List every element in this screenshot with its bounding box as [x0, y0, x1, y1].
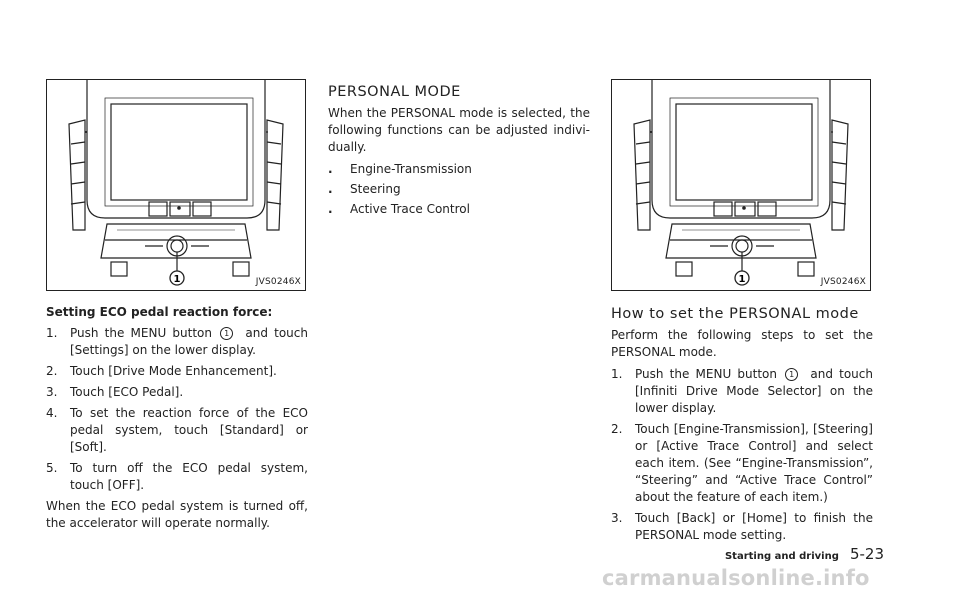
step-text-before: Push the MENU button	[635, 367, 777, 381]
callout-1-icon: 1	[220, 327, 234, 340]
step-text: To set the reaction force of the ECO ped…	[70, 406, 308, 454]
bullet-icon: .	[328, 182, 333, 196]
step-number: 1.	[46, 326, 58, 340]
eco-note: When the ECO pedal system is turned off,…	[46, 499, 308, 530]
step-number: 5.	[46, 461, 58, 475]
howto-heading: How to set the PERSONAL mode	[611, 306, 859, 322]
personal-mode-heading: PERSONAL MODE	[328, 84, 461, 100]
howto-step: 1. Push the MENU button 1 and touch [Inf…	[611, 366, 873, 417]
eco-title: Setting ECO pedal reaction force:	[46, 305, 273, 319]
eco-step: 1. Push the MENU button 1 and touch [Set…	[46, 325, 308, 359]
step-number: 4.	[46, 406, 58, 420]
eco-step: 5. To turn off the ECO pedal system, touc…	[46, 460, 308, 494]
step-number: 1.	[611, 367, 623, 381]
howto-section: How to set the PERSONAL mode Perform the…	[611, 305, 873, 548]
figure-code: JVS0246X	[255, 277, 301, 287]
center-console-illustration: 1	[633, 80, 849, 286]
page-number: 5-23	[849, 545, 884, 563]
list-item: . Engine-Transmission	[328, 161, 590, 178]
footer-section-title: Starting and driving	[724, 551, 839, 562]
step-text: To turn off the ECO pedal system, touch …	[70, 461, 308, 492]
step-number: 2.	[46, 364, 58, 378]
bullet-icon: .	[328, 162, 333, 176]
step-number: 3.	[46, 385, 58, 399]
step-text: Touch [ECO Pedal].	[70, 385, 184, 399]
step-number: 3.	[611, 511, 623, 525]
step-text: Touch [Engine-Transmission], [Steering] …	[635, 422, 873, 504]
dashboard-figure-left: 1 JVS0246X	[46, 79, 306, 291]
callout-1-icon: 1	[785, 368, 799, 381]
list-item-text: Active Trace Control	[350, 202, 470, 216]
list-item-text: Engine-Transmission	[350, 162, 472, 176]
step-text: Touch [Back] or [Home] to finish the PER…	[635, 511, 873, 542]
figure-code: JVS0246X	[820, 277, 866, 287]
eco-step: 3. Touch [ECO Pedal].	[46, 384, 308, 401]
bullet-icon: .	[328, 202, 333, 216]
step-number: 2.	[611, 422, 623, 436]
eco-step: 2. Touch [Drive Mode Enhancement].	[46, 363, 308, 380]
eco-steps: 1. Push the MENU button 1 and touch [Set…	[46, 325, 308, 494]
personal-mode-items: . Engine-Transmission . Steering . Active T…	[328, 161, 590, 218]
step-text-before: Push the MENU button	[70, 326, 212, 340]
list-item-text: Steering	[350, 182, 401, 196]
eco-section: Setting ECO pedal reaction force: 1. Pus…	[46, 304, 308, 532]
dashboard-figure-right: 1 JVS0246X	[611, 79, 871, 291]
personal-mode-section: PERSONAL MODE When the PERSONAL mode is …	[328, 83, 590, 221]
figure-callout-1: 1	[739, 274, 746, 285]
howto-steps: 1. Push the MENU button 1 and touch [Inf…	[611, 366, 873, 544]
personal-mode-intro: When the PERSONAL mode is selected, the …	[328, 106, 590, 154]
step-text-after: and touch [Settings] on the lower displa…	[70, 326, 308, 357]
eco-step: 4. To set the reaction force of the ECO p…	[46, 405, 308, 456]
list-item: . Steering	[328, 181, 590, 198]
figure-callout-1: 1	[174, 274, 181, 285]
page-footer: Starting and driving 5-23	[725, 544, 884, 563]
step-text: Touch [Drive Mode Enhancement].	[70, 364, 277, 378]
list-item: . Active Trace Control	[328, 201, 590, 218]
howto-intro: Perform the following steps to set the P…	[611, 328, 873, 359]
howto-step: 2. Touch [Engine-Transmission], [Steering…	[611, 421, 873, 506]
center-console-illustration: 1	[68, 80, 284, 286]
howto-step: 3. Touch [Back] or [Home] to finish the P…	[611, 510, 873, 544]
watermark: carmanualsonline.info	[602, 566, 870, 590]
step-text-after: and touch [Infiniti Drive Mode Selector]…	[635, 367, 873, 415]
